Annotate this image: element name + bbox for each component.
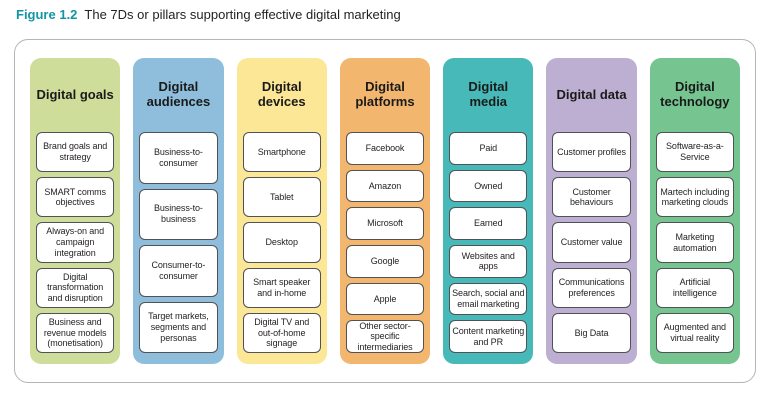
pillar-header-devices: Digital devices	[257, 79, 306, 109]
pillar-item: Digital transformation and disruption	[36, 267, 115, 308]
pillar-item: Smart speaker and in-home	[242, 267, 321, 308]
pillar-item: Artificial intelligence	[655, 267, 734, 308]
pillar-item: Desktop	[242, 222, 321, 263]
pillar-header-platforms: Digital platforms	[355, 79, 415, 109]
pillar-header-data: Digital data	[556, 86, 627, 102]
pillar-item: Business and revenue models (monetisatio…	[36, 312, 115, 354]
figure-label: Figure 1.2	[16, 7, 78, 22]
pillar-item: Customer behaviours	[552, 177, 631, 218]
pillar-item: Software-as-a-Service	[655, 132, 734, 173]
pillar-item: Facebook	[345, 132, 425, 165]
pillar-item: Smartphone	[242, 132, 321, 173]
pillar-item: Content marketing and PR	[449, 320, 528, 354]
pillar-header-audiences: Digital audiences	[146, 79, 211, 109]
pillar-item: Consumer-to-consumer	[139, 245, 218, 297]
pillar-item: Websites and apps	[449, 245, 528, 278]
pillar-header-technology: Digital technology	[660, 79, 730, 109]
pillar-item: Augmented and virtual reality	[655, 312, 734, 354]
pillar-item: Target markets, segments and personas	[139, 301, 218, 353]
pillar-item: Tablet	[242, 177, 321, 218]
pillar-item: Business-to-business	[139, 188, 218, 240]
pillar-item: Communications preferences	[552, 267, 631, 308]
pillar-item: Business-to-consumer	[139, 132, 218, 184]
pillar-item: Always-on and campaign integration	[36, 222, 115, 263]
pillar-item: SMART comms objectives	[36, 177, 115, 218]
pillar-item: Earned	[449, 207, 528, 241]
pillar-item: Digital TV and out-of-home signage	[242, 312, 321, 354]
pillar-item: Amazon	[345, 169, 425, 203]
pillar-item: Customer profiles	[552, 132, 631, 173]
pillar-item: Martech including marketing clouds	[655, 177, 734, 218]
pillar-item: Paid	[449, 132, 528, 165]
pillar-item: Google	[345, 245, 425, 278]
pillar-item: Search, social and email marketing	[449, 282, 528, 316]
figure-title: The 7Ds or pillars supporting effective …	[84, 7, 401, 22]
pillar-item: Big Data	[552, 312, 631, 354]
pillar-item: Brand goals and strategy	[36, 132, 115, 173]
pillar-header-goals: Digital goals	[36, 86, 114, 102]
pillar-item: Marketing automation	[655, 222, 734, 263]
pillar-item: Customer value	[552, 222, 631, 263]
figure-caption: Figure 1.2 The 7Ds or pillars supporting …	[16, 7, 401, 22]
pillar-header-media: Digital media	[468, 79, 509, 109]
pillar-item: Owned	[449, 169, 528, 203]
pillar-item: Other sector-specific intermediaries	[345, 320, 425, 354]
pillar-item: Apple	[345, 282, 425, 316]
pillar-item: Microsoft	[345, 207, 425, 241]
